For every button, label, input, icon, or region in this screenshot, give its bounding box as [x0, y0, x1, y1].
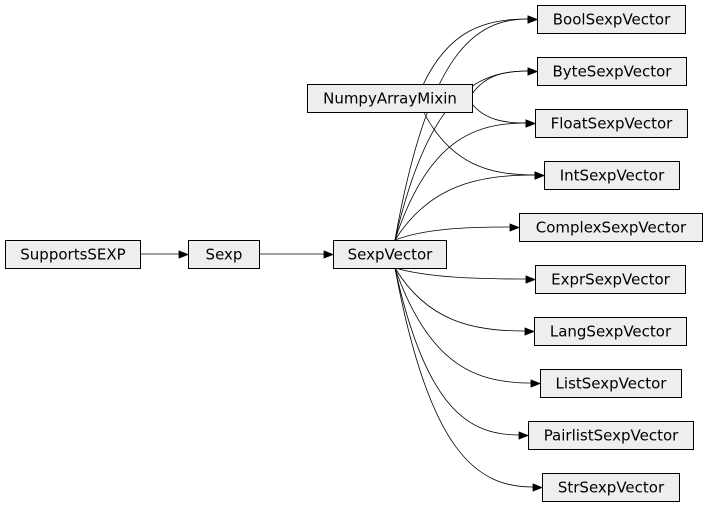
node-label-sexpvector: SexpVector — [348, 246, 434, 264]
node-langsexpvector[interactable]: LangSexpVector — [534, 317, 687, 346]
node-complexsexpvector[interactable]: ComplexSexpVector — [519, 213, 703, 242]
edge-sexpvector-to-complexsexpvector — [394, 226, 511, 241]
edge-numpyarraymixin-to-boolsexpvector — [422, 18, 529, 87]
arrowhead-sexpvector-to-boolsexpvector — [527, 15, 539, 24]
node-box-complexsexpvector — [519, 213, 703, 242]
node-label-listsexpvector: ListSexpVector — [556, 375, 668, 393]
node-numpyarraymixin[interactable]: NumpyArrayMixin — [307, 84, 473, 113]
edge-sexpvector-to-pairlistsexpvector — [394, 267, 520, 436]
node-intsexpvector[interactable]: IntSexpVector — [544, 161, 680, 190]
edge-numpyarraymixin-to-floatsexpvector — [471, 103, 527, 124]
node-box-bytesexpvector — [537, 57, 687, 86]
arrowhead-sexpvector-to-floatsexpvector — [525, 119, 537, 128]
node-label-pairlistsexpvector: PairlistSexpVector — [544, 427, 679, 445]
node-box-floatsexpvector — [535, 109, 688, 138]
node-exprsexpvector[interactable]: ExprSexpVector — [535, 265, 686, 294]
arrowhead-sexpvector-to-listsexpvector — [530, 379, 542, 388]
node-box-pairlistsexpvector — [528, 421, 694, 450]
nodes-layer: SupportsSEXP Sexp SexpVector NumpyArrayMixi… — [5, 5, 703, 502]
node-box-langsexpvector — [534, 317, 687, 346]
node-box-sexp — [188, 240, 260, 269]
node-box-boolsexpvector — [537, 5, 686, 34]
arrowhead-sexpvector-to-pairlistsexpvector — [518, 431, 530, 440]
node-label-floatsexpvector: FloatSexpVector — [551, 115, 674, 133]
node-label-intsexpvector: IntSexpVector — [560, 167, 665, 185]
node-box-intsexpvector — [544, 161, 680, 190]
node-label-numpyarraymixin: NumpyArrayMixin — [323, 90, 457, 108]
node-label-supportssexp: SupportsSEXP — [20, 246, 125, 264]
node-label-complexsexpvector: ComplexSexpVector — [536, 219, 687, 237]
edge-sexpvector-to-strsexpvector — [394, 267, 534, 488]
arrowhead-sexp-to-sexpvector — [323, 250, 335, 259]
node-floatsexpvector[interactable]: FloatSexpVector — [535, 109, 688, 138]
node-label-bytesexpvector: ByteSexpVector — [553, 63, 673, 81]
node-label-langsexpvector: LangSexpVector — [550, 323, 672, 341]
node-label-sexp: Sexp — [206, 246, 243, 264]
edges-layer — [140, 15, 546, 492]
node-box-numpyarraymixin — [307, 84, 473, 113]
node-box-exprsexpvector — [535, 265, 686, 294]
arrowhead-sexpvector-to-intsexpvector — [534, 171, 546, 180]
node-box-supportssexp — [5, 240, 141, 269]
arrowhead-sexpvector-to-exprsexpvector — [525, 275, 537, 284]
node-sexpvector[interactable]: SexpVector — [333, 240, 447, 269]
node-label-boolsexpvector: BoolSexpVector — [553, 11, 671, 29]
node-listsexpvector[interactable]: ListSexpVector — [540, 369, 682, 398]
node-label-exprsexpvector: ExprSexpVector — [551, 271, 671, 289]
node-strsexpvector[interactable]: StrSexpVector — [542, 473, 680, 502]
node-box-listsexpvector — [540, 369, 682, 398]
edge-sexpvector-to-langsexpvector — [394, 267, 526, 332]
arrowhead-sexpvector-to-strsexpvector — [532, 483, 544, 492]
edge-numpyarraymixin-to-intsexpvector — [422, 109, 536, 176]
node-box-strsexpvector — [542, 473, 680, 502]
node-bytesexpvector[interactable]: ByteSexpVector — [537, 57, 687, 86]
arrowhead-sexpvector-to-langsexpvector — [524, 327, 536, 336]
edge-sexpvector-to-listsexpvector — [394, 267, 532, 384]
node-supportssexp[interactable]: SupportsSEXP — [5, 240, 141, 269]
arrowhead-sexpvector-to-complexsexpvector — [509, 223, 521, 232]
arrowhead-supportssexp-to-sexp — [178, 250, 190, 259]
node-box-sexpvector — [333, 240, 447, 269]
node-pairlistsexpvector[interactable]: PairlistSexpVector — [528, 421, 694, 450]
edge-numpyarraymixin-to-bytesexpvector — [471, 70, 529, 95]
edge-sexpvector-to-floatsexpvector — [394, 122, 527, 241]
node-label-strsexpvector: StrSexpVector — [558, 479, 665, 497]
edge-sexpvector-to-boolsexpvector — [394, 18, 529, 241]
edge-sexpvector-to-exprsexpvector — [394, 267, 527, 280]
node-sexp[interactable]: Sexp — [188, 240, 260, 269]
edge-sexpvector-to-intsexpvector — [394, 174, 536, 241]
arrowhead-sexpvector-to-bytesexpvector — [527, 67, 539, 76]
node-boolsexpvector[interactable]: BoolSexpVector — [537, 5, 686, 34]
